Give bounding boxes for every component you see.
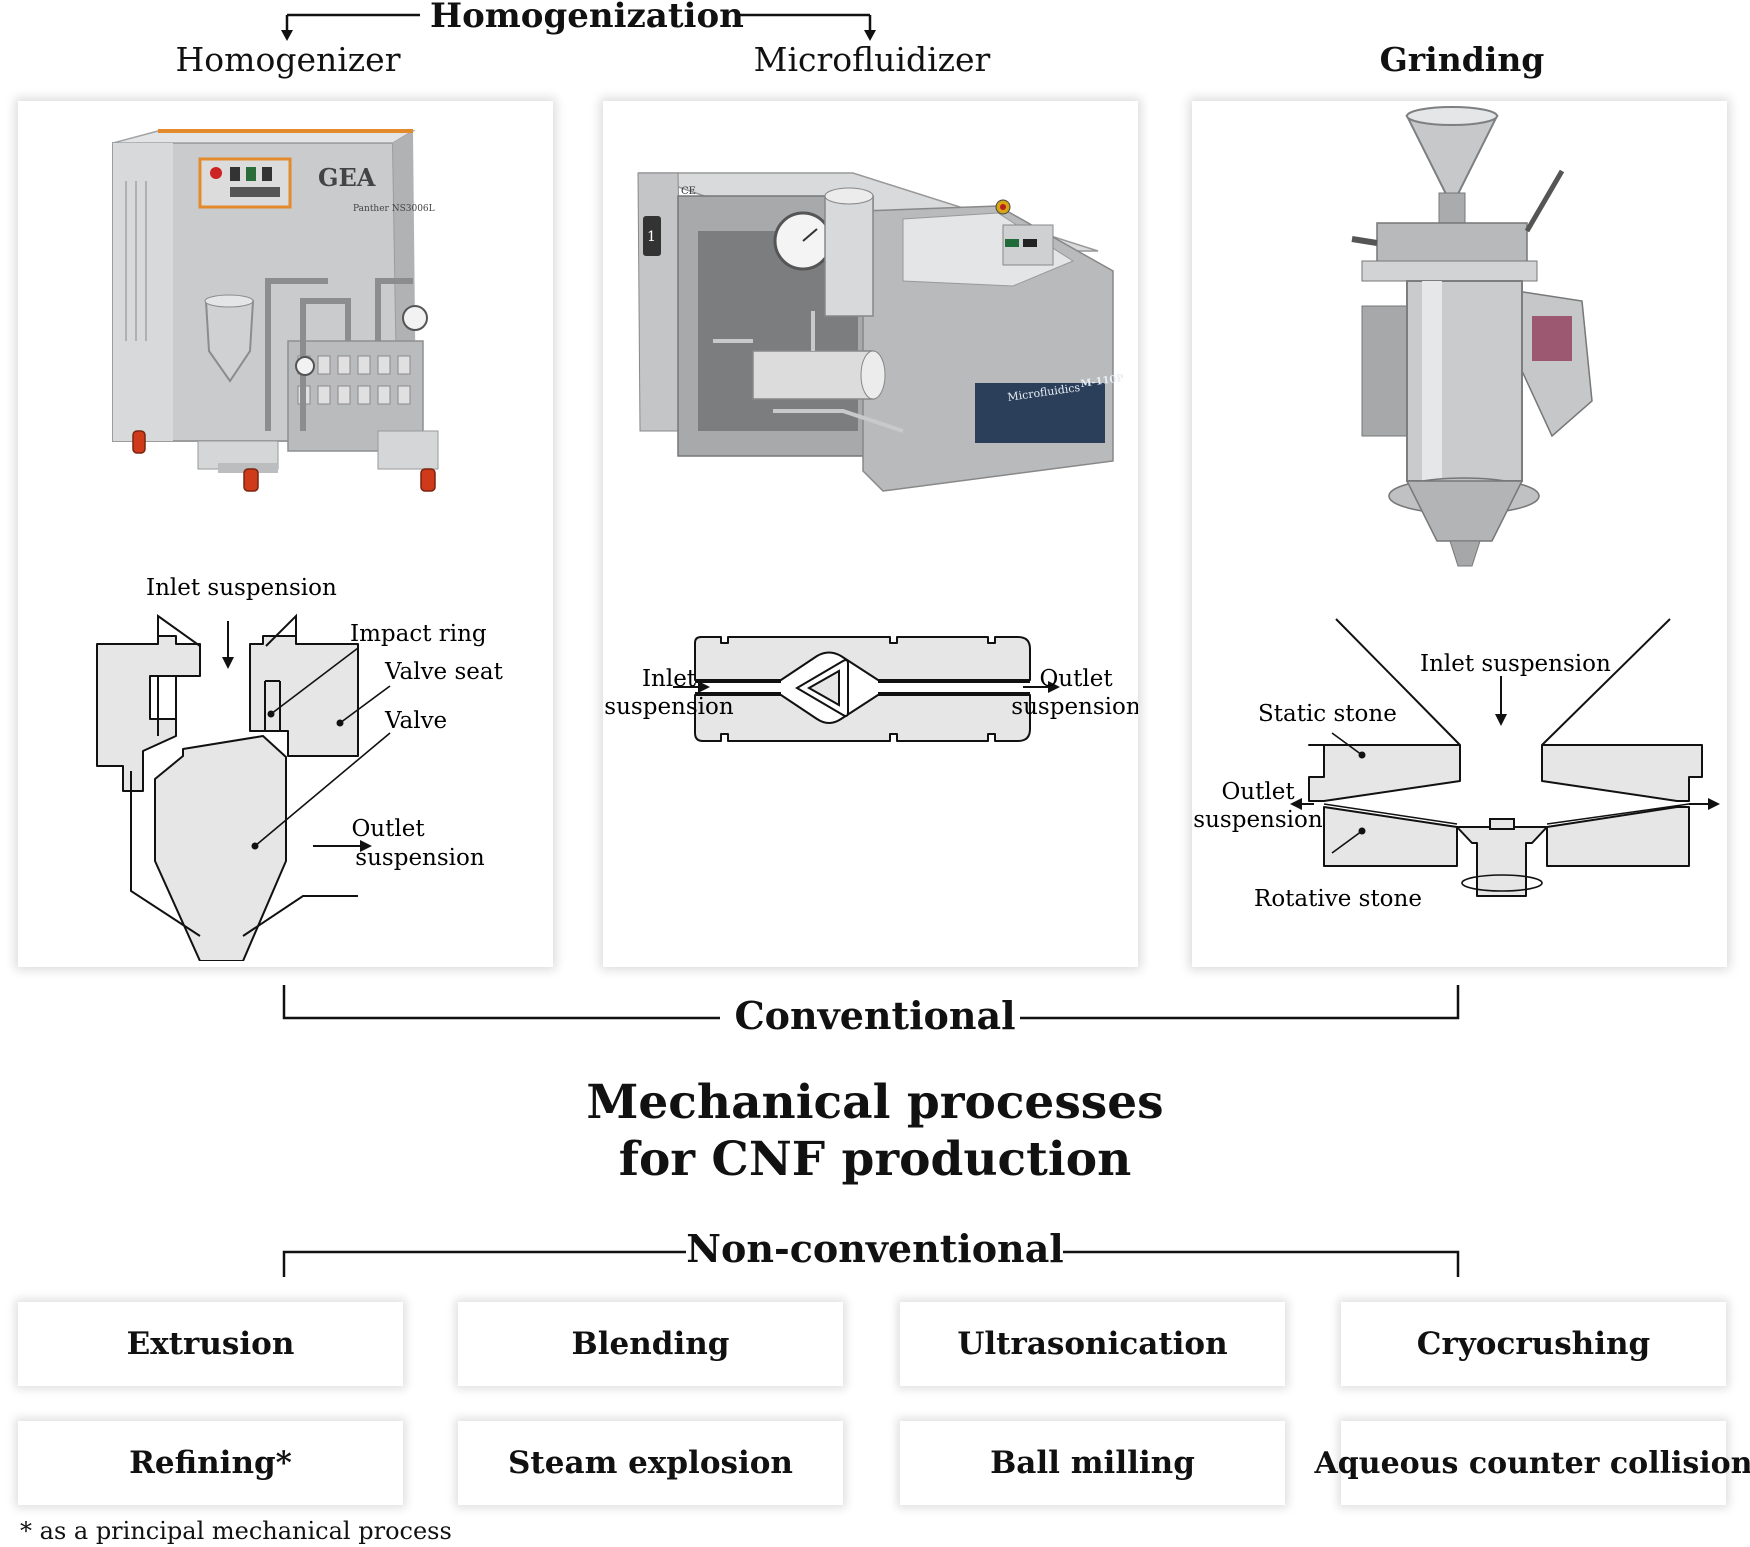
non-conventional-label: Non-conventional bbox=[686, 1226, 1064, 1271]
homogenizer-title: Homogenizer bbox=[175, 40, 401, 79]
homogenizer-panel: GEA Panther NS3006L bbox=[18, 101, 553, 967]
outlet-label-1: Outlet bbox=[351, 816, 425, 842]
rotative-stone-label: Rotative stone bbox=[1254, 886, 1422, 912]
microfluidizer-machine-image: Microfluidics M-110P 1 CE bbox=[637, 172, 1125, 492]
grinder-outlet-label-2: suspension bbox=[1193, 807, 1323, 833]
grinder-outlet-label-1: Outlet bbox=[1221, 779, 1295, 805]
impact-ring-label: Impact ring bbox=[350, 621, 487, 647]
process-box-ultrasonication: Ultrasonication bbox=[900, 1302, 1285, 1386]
static-stone-label: Static stone bbox=[1258, 701, 1397, 727]
non-conventional-bracket bbox=[282, 1250, 1460, 1277]
grinding-panel: Inlet suspension Static stone Outlet sus… bbox=[1192, 101, 1727, 967]
homogenization-bracket bbox=[281, 13, 876, 41]
process-box-extrusion: Extrusion bbox=[18, 1302, 403, 1386]
process-box-refining: Refining* bbox=[18, 1421, 403, 1505]
homogenization-title: Homogenization bbox=[430, 0, 744, 36]
footnote: * as a principal mechanical process bbox=[20, 1517, 452, 1545]
microfluidizer-title: Microfluidizer bbox=[753, 40, 991, 79]
main-title-line1: Mechanical processes bbox=[586, 1075, 1164, 1130]
valve-label: Valve bbox=[384, 708, 447, 734]
homogenizer-machine-image: GEA Panther NS3006L bbox=[112, 129, 439, 492]
main-title-line2: for CNF production bbox=[618, 1132, 1132, 1187]
mf-inlet-label-1: Inlet bbox=[642, 666, 697, 692]
process-box-steam-explosion: Steam explosion bbox=[458, 1421, 843, 1505]
homogenizer-brand-text: GEA bbox=[318, 163, 376, 192]
conventional-label: Conventional bbox=[734, 993, 1016, 1038]
grinder-machine-image bbox=[1351, 106, 1593, 567]
mf-outlet-label-1: Outlet bbox=[1039, 666, 1113, 692]
grinder-diagram: Inlet suspension Static stone Outlet sus… bbox=[1193, 618, 1720, 912]
valve-seat-label: Valve seat bbox=[384, 659, 504, 685]
mf-outlet-label-2: suspension bbox=[1011, 694, 1138, 720]
microfluidizer-panel: Microfluidics M-110P 1 CE bbox=[603, 101, 1138, 967]
outlet-label-2: suspension bbox=[355, 845, 485, 871]
inlet-suspension-label: Inlet suspension bbox=[146, 575, 337, 601]
process-box-aqueous-counter-collision: Aqueous counter collision bbox=[1315, 1421, 1750, 1505]
mf-inlet-label-2: suspension bbox=[604, 694, 734, 720]
process-box-cryocrushing: Cryocrushing bbox=[1341, 1302, 1726, 1386]
svg-text:CE: CE bbox=[681, 186, 696, 197]
conventional-bracket bbox=[282, 985, 1460, 1020]
svg-text:1: 1 bbox=[647, 229, 656, 245]
grinding-title: Grinding bbox=[1379, 40, 1545, 79]
homogenizer-diagram: Inlet suspension Impact ring Valve seat … bbox=[96, 575, 504, 961]
process-box-ball-milling: Ball milling bbox=[900, 1421, 1285, 1505]
microfluidizer-diagram: Inlet suspension Outlet suspension bbox=[604, 636, 1138, 742]
homogenizer-model-text: Panther NS3006L bbox=[353, 204, 435, 214]
grinder-inlet-label: Inlet suspension bbox=[1420, 651, 1611, 677]
process-box-blending: Blending bbox=[458, 1302, 843, 1386]
